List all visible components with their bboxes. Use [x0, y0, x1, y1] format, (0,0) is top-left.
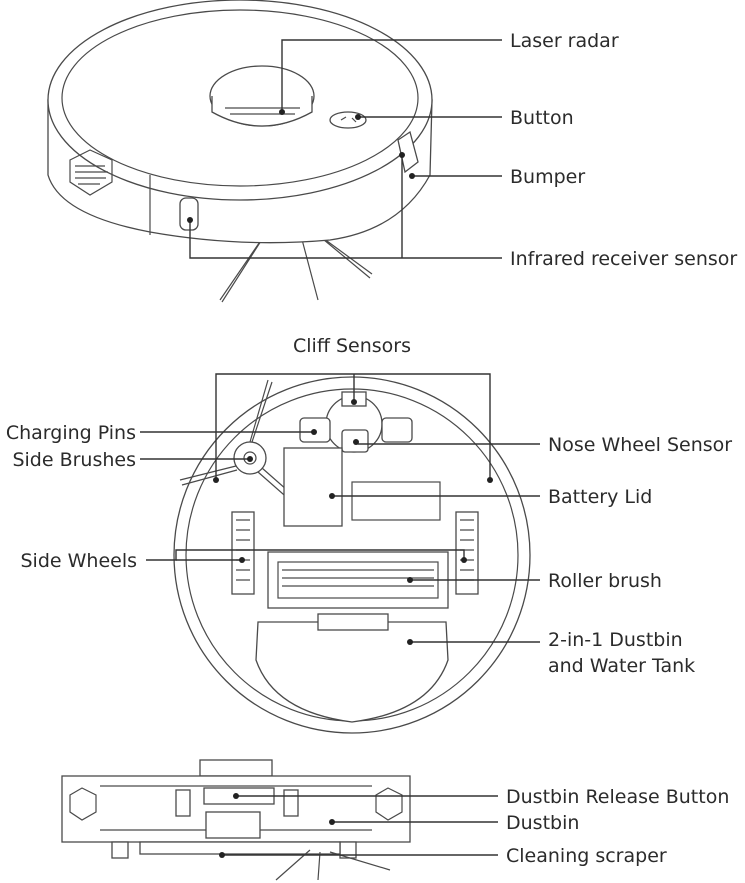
label-button: Button — [510, 107, 574, 129]
hexagon-grille-icon — [69, 787, 97, 821]
label-battery-lid: Battery Lid — [548, 486, 652, 508]
side-view-leaders — [219, 793, 498, 858]
label-dustbin-release-button: Dustbin Release Button — [506, 786, 729, 808]
label-charging-pins: Charging Pins — [6, 422, 136, 444]
bottom-view-labels: Cliff Sensors Charging Pins Side Brushes… — [6, 335, 732, 677]
label-infrared-receiver-sensor: Infrared receiver sensor — [510, 248, 737, 270]
bottom-view-leaders — [140, 373, 540, 645]
label-side-wheels: Side Wheels — [20, 550, 137, 572]
label-dustbin: Dustbin — [506, 812, 579, 834]
side-view-labels: Dustbin Release Button Dustbin Cleaning … — [506, 786, 729, 867]
label-roller-brush: Roller brush — [548, 570, 662, 592]
label-dustbin-water-tank-line2: and Water Tank — [548, 655, 695, 677]
top-view-labels: Laser radar Button Bumper Infrared recei… — [510, 30, 737, 270]
hexagon-grille-icon — [69, 149, 113, 196]
label-cleaning-scraper: Cleaning scraper — [506, 845, 667, 867]
label-cliff-sensors: Cliff Sensors — [293, 335, 411, 357]
bottom-view-illustration — [173, 376, 531, 734]
side-view-illustration — [61, 759, 411, 881]
label-side-brushes: Side Brushes — [12, 449, 136, 471]
label-nose-wheel-sensor: Nose Wheel Sensor — [548, 434, 732, 456]
label-dustbin-water-tank-line1: 2-in-1 Dustbin — [548, 629, 683, 651]
top-view-leaders — [187, 39, 502, 259]
top-view-illustration — [47, 0, 433, 303]
label-laser-radar: Laser radar — [510, 30, 619, 52]
label-bumper: Bumper — [510, 166, 585, 188]
